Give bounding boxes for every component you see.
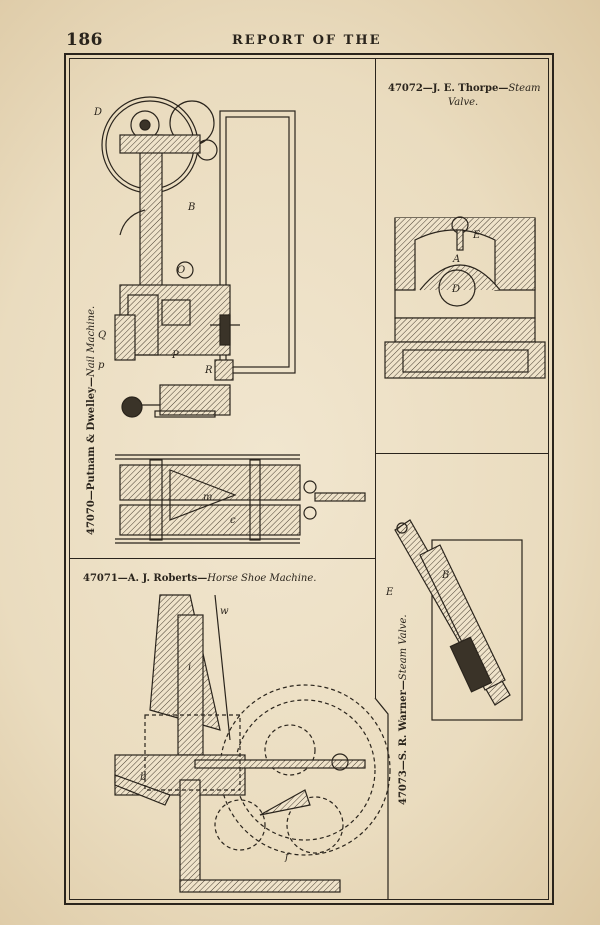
patent-id: 47071 [83, 573, 118, 584]
caption-47070: 47070—Putnam & Dwelley—Nail Machine. [86, 305, 97, 535]
svg-text:O: O [177, 265, 185, 276]
svg-text:B: B [441, 570, 449, 581]
svg-text:p: p [98, 360, 105, 371]
nail-machine-drawing: D B O Q p P R m c [93, 96, 366, 544]
thorpe-steam-valve-drawing: E A D [384, 216, 546, 379]
svg-text:m: m [203, 492, 212, 503]
caption-47072: 47072—J. E. Thorpe—Steam [388, 83, 541, 94]
svg-text:E: E [472, 230, 481, 241]
caption-47071: 47071—A. J. Roberts—Horse Shoe Machine. [83, 573, 317, 584]
patentee: A. J. Roberts [127, 573, 198, 584]
patent-title: Nail Machine. [86, 305, 97, 378]
svg-text:A: A [452, 254, 460, 265]
svg-text:f: f [284, 852, 291, 863]
horizontal-divider-left [69, 558, 375, 559]
patentee: J. E. Thorpe [432, 83, 499, 94]
svg-text:D: D [93, 107, 102, 118]
horse-shoe-machine-drawing: w i b f [114, 594, 391, 893]
page-number: 186 [66, 30, 103, 50]
svg-text:b: b [140, 772, 146, 783]
patentee: Putnam & Dwelley [86, 387, 97, 491]
horizontal-divider-right [375, 453, 549, 454]
svg-text:P: P [171, 350, 179, 361]
patent-title-line2: Valve. [448, 97, 479, 108]
svg-text:D: D [451, 284, 460, 295]
svg-text:B: B [187, 202, 195, 213]
patent-title-line1: Steam [508, 83, 541, 94]
patent-id: 47070 [86, 500, 97, 535]
patent-title: Horse Shoe Machine. [207, 573, 317, 584]
svg-text:R: R [204, 365, 213, 376]
outer-frame [64, 53, 554, 905]
caption-47072-line2: Valve. [448, 97, 478, 108]
patent-id: 47072 [388, 83, 423, 94]
svg-text:w: w [220, 606, 229, 617]
jog-divider [374, 697, 389, 900]
svg-text:Q: Q [98, 330, 106, 341]
vertical-divider-lower [375, 453, 376, 698]
svg-text:c: c [230, 515, 236, 526]
patent-id: 47073 [398, 770, 409, 805]
inner-frame [69, 58, 549, 900]
svg-text:i: i [188, 662, 191, 673]
vertical-divider [375, 58, 376, 453]
warner-steam-valve-drawing: E B [385, 519, 523, 721]
running-head: REPORT OF THE [232, 33, 382, 48]
svg-text:E: E [385, 587, 394, 598]
